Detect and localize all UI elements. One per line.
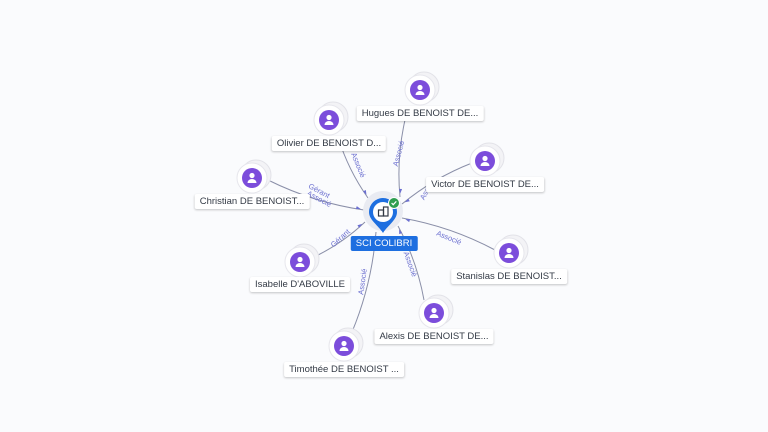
person-nodes bbox=[236, 71, 529, 362]
edge-role-label: Associé bbox=[402, 250, 419, 278]
edge-arrow-icon bbox=[405, 219, 411, 223]
person-label-victor[interactable]: Victor DE BENOIST DE... bbox=[426, 177, 544, 192]
edge-arrow-icon bbox=[404, 198, 410, 203]
person-node-stanislas[interactable] bbox=[493, 234, 529, 269]
person-node-alexis[interactable] bbox=[418, 294, 454, 329]
person-node-hugues[interactable] bbox=[404, 71, 440, 106]
edge-christian bbox=[267, 179, 365, 211]
person-icon bbox=[480, 155, 490, 166]
person-icon bbox=[247, 172, 257, 183]
edge-role-label: Associé bbox=[435, 229, 463, 247]
edge-arrow-icon bbox=[399, 229, 403, 235]
person-label-isabelle[interactable]: Isabelle D'ABOVILLE bbox=[250, 277, 350, 292]
person-icon bbox=[415, 84, 425, 95]
edge-arrow-icon bbox=[355, 206, 361, 210]
company-label[interactable]: SCI COLIBRI bbox=[350, 236, 418, 251]
person-node-christian[interactable] bbox=[236, 159, 272, 194]
person-label-olivier[interactable]: Olivier DE BENOIST D... bbox=[271, 136, 387, 151]
check-icon bbox=[391, 200, 397, 206]
person-label-christian[interactable]: Christian DE BENOIST... bbox=[194, 194, 310, 209]
edge-arrow-icon bbox=[363, 190, 367, 195]
edge-stanislas bbox=[401, 217, 496, 251]
edge-role-label: Associé bbox=[391, 140, 406, 168]
person-label-hugues[interactable]: Hugues DE BENOIST DE... bbox=[356, 106, 484, 121]
building-icon bbox=[377, 206, 389, 217]
edge-arrow-icon bbox=[398, 188, 403, 194]
edge-role-label: Associé bbox=[349, 151, 367, 179]
person-icon bbox=[429, 307, 439, 318]
person-icon bbox=[504, 247, 514, 258]
person-label-stanislas[interactable]: Stanislas DE BENOIST... bbox=[451, 269, 567, 284]
person-node-timothee[interactable] bbox=[328, 327, 364, 362]
person-node-isabelle[interactable] bbox=[284, 243, 320, 278]
edge-role-label: Associé bbox=[356, 268, 369, 295]
edges: AssociéAssociéAssoGérantAssociéAssociéGé… bbox=[267, 119, 496, 333]
edge-arrow-icon bbox=[357, 223, 363, 228]
person-node-victor[interactable] bbox=[469, 142, 505, 177]
person-node-olivier[interactable] bbox=[313, 101, 349, 136]
person-icon bbox=[324, 114, 334, 125]
person-icon bbox=[339, 340, 349, 351]
edge-role-label: Gérant bbox=[329, 227, 353, 250]
person-label-timothee[interactable]: Timothée DE BENOIST ... bbox=[284, 362, 404, 377]
person-icon bbox=[295, 256, 305, 267]
company-node[interactable] bbox=[363, 191, 403, 233]
person-label-alexis[interactable]: Alexis DE BENOIST DE... bbox=[374, 329, 494, 344]
